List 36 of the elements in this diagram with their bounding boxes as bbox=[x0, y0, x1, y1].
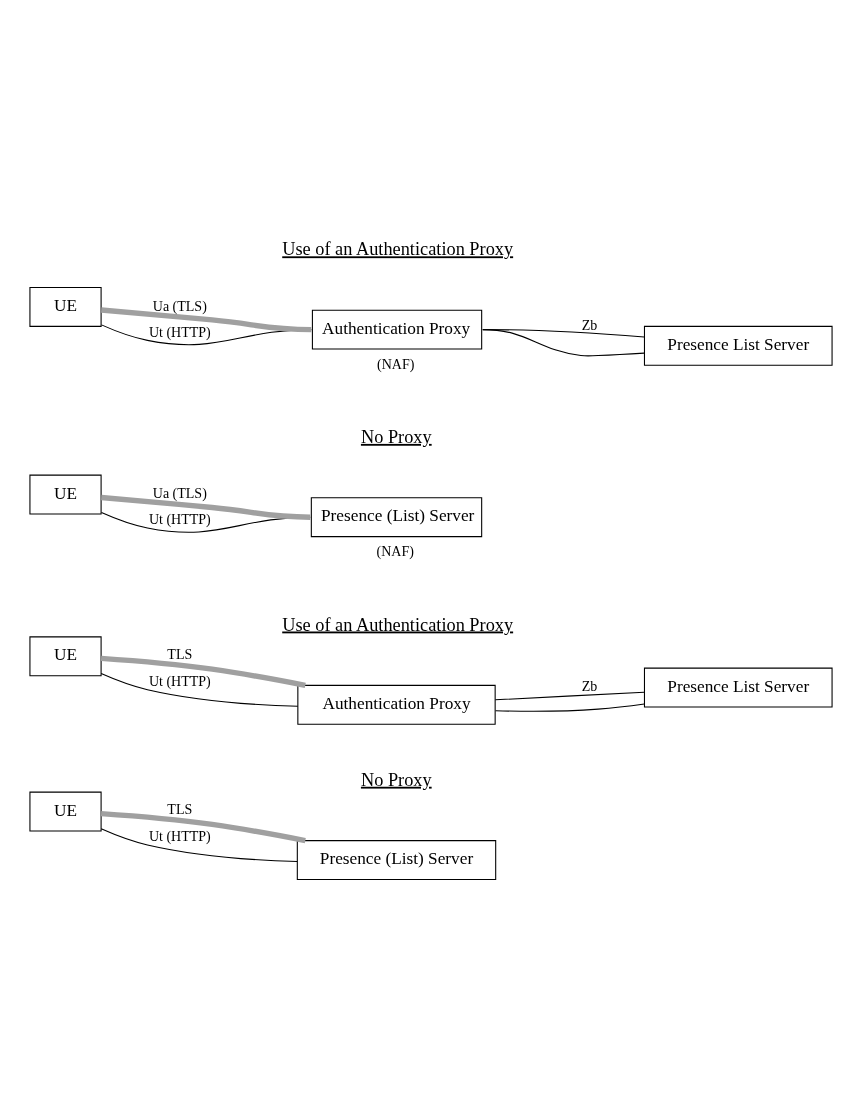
label: Use of an Authentication Proxy bbox=[282, 238, 514, 259]
node-box: UE bbox=[29, 791, 102, 831]
label: No Proxy bbox=[360, 769, 432, 790]
edge-label: Ut (HTTP) bbox=[148, 673, 211, 689]
edge-label: TLS bbox=[167, 646, 193, 662]
connector bbox=[100, 827, 298, 862]
connector bbox=[482, 328, 645, 338]
edge-label: Ut (HTTP) bbox=[148, 511, 211, 527]
label: Use of an Authentication Proxy bbox=[282, 614, 514, 634]
connector bbox=[101, 306, 312, 332]
edge-label: Zb bbox=[581, 678, 598, 694]
node-box: UE bbox=[29, 474, 102, 514]
edge-label: Zb bbox=[581, 317, 598, 333]
edge-label: Ua (TLS) bbox=[152, 298, 207, 314]
node-box: Authentication Proxy bbox=[311, 309, 483, 350]
node-box: Presence List Server bbox=[643, 325, 833, 366]
edge-label: Ua (TLS) bbox=[152, 485, 207, 501]
connector bbox=[495, 702, 645, 712]
connector bbox=[101, 494, 311, 520]
connector bbox=[100, 810, 306, 843]
node-box: Authentication Proxy bbox=[297, 684, 496, 725]
node-box: UE bbox=[29, 635, 102, 676]
connector bbox=[482, 328, 645, 356]
label: No Proxy bbox=[360, 426, 432, 447]
node-box: Presence (List) Server bbox=[310, 496, 483, 537]
node-box: Presence List Server bbox=[643, 667, 833, 707]
connector bbox=[100, 672, 299, 707]
connector bbox=[100, 655, 306, 688]
node-label: (NAF) bbox=[377, 356, 415, 372]
edge-label: Ut (HTTP) bbox=[148, 828, 211, 844]
node-box: UE bbox=[29, 286, 102, 327]
node-box: Presence (List) Server bbox=[296, 839, 497, 880]
node-label: (NAF) bbox=[376, 543, 414, 559]
connector bbox=[494, 691, 645, 700]
edge-label: Ut (HTTP) bbox=[148, 323, 211, 339]
edge-label: TLS bbox=[167, 801, 193, 817]
